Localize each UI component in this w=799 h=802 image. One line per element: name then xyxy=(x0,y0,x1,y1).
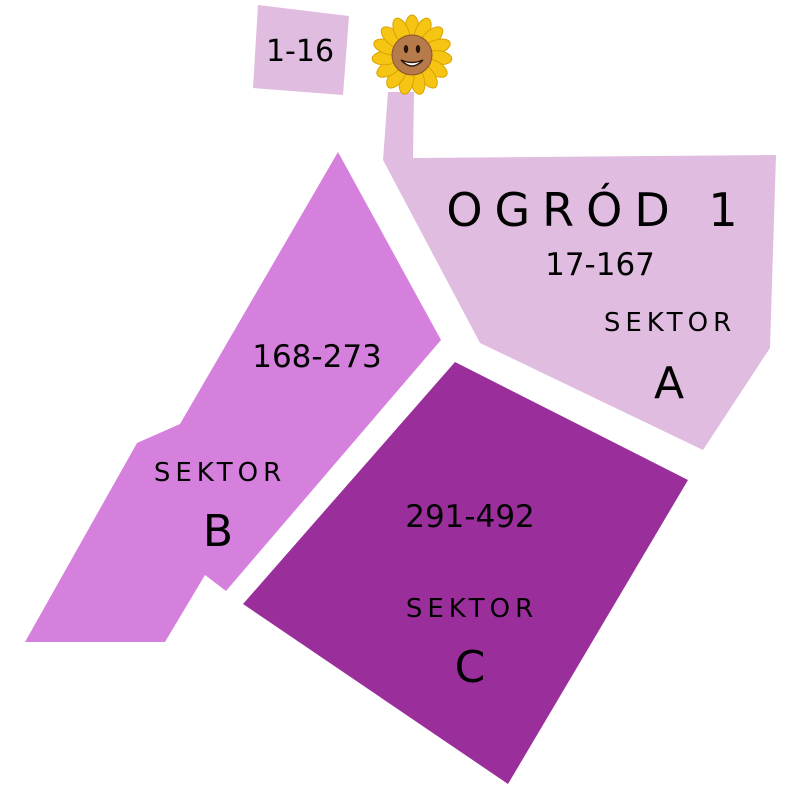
sector-c-letter: C xyxy=(454,642,486,693)
sector-b-letter: B xyxy=(202,506,234,557)
sector-b[interactable] xyxy=(25,152,441,642)
plot-1-16[interactable] xyxy=(253,5,349,95)
garden-title: OGRÓD 1 xyxy=(446,183,750,237)
sector-c-word: SEKTOR xyxy=(405,594,539,624)
sector-a[interactable] xyxy=(383,92,776,450)
sector-c-range: 291-492 xyxy=(405,499,535,535)
sector-a-range: 17-167 xyxy=(545,247,655,283)
sector-b-range: 168-273 xyxy=(252,339,382,375)
sunflower-icon xyxy=(371,14,453,95)
sector-c[interactable] xyxy=(243,362,688,784)
sector-a-word: SEKTOR xyxy=(603,308,737,338)
sector-b-word: SEKTOR xyxy=(153,458,287,488)
plot-1-16-range: 1-16 xyxy=(265,34,335,69)
sector-a-letter: A xyxy=(653,358,685,409)
